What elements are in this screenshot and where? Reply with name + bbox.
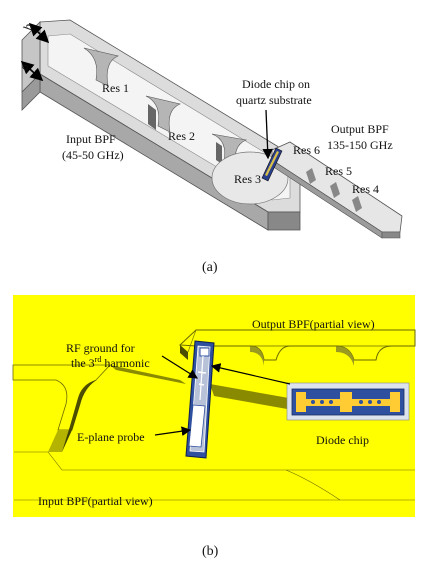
panel-b: Output BPF(partial view) RF ground for t… bbox=[12, 295, 416, 559]
e-plane-probe-assembly bbox=[185, 340, 215, 459]
dim-a-label: a bbox=[16, 63, 31, 71]
dimension-a-arrow bbox=[20, 60, 44, 82]
input-bpf-partial bbox=[12, 364, 415, 501]
output-bpf-label: Output BPF bbox=[331, 122, 389, 136]
diode-pointer-a bbox=[262, 109, 273, 160]
e-plane-probe-pointer bbox=[154, 426, 192, 436]
rf-ground-label-1: RF ground for bbox=[66, 341, 135, 355]
diode-label-1: Diode chip on bbox=[242, 77, 310, 91]
output-bpf-body bbox=[271, 141, 403, 239]
res4-label: Res 4 bbox=[352, 182, 379, 196]
res3-label: Res 3 bbox=[234, 172, 261, 186]
output-bpf-band: 135-150 GHz bbox=[327, 138, 393, 152]
caption-b: (b) bbox=[202, 544, 219, 559]
input-bpf-body bbox=[21, 19, 301, 231]
dimension-b-arrow bbox=[28, 22, 50, 44]
caption-a: (a) bbox=[202, 260, 218, 275]
input-bpf-band: (45-50 GHz) bbox=[62, 148, 124, 162]
res1-label: Res 1 bbox=[102, 81, 129, 95]
input-partial-label: Input BPF(partial view) bbox=[38, 494, 153, 508]
res6-label: Res 6 bbox=[293, 143, 320, 157]
output-partial-label: Output BPF(partial view) bbox=[252, 317, 375, 331]
res5-label: Res 5 bbox=[325, 164, 352, 178]
diode-label-2: quartz substrate bbox=[236, 93, 312, 107]
diode-chip-inset bbox=[286, 382, 410, 421]
dim-b-label: b bbox=[20, 23, 35, 31]
diode-chip-label: Diode chip bbox=[316, 433, 369, 447]
input-bpf-label: Input BPF bbox=[66, 132, 116, 146]
rf-ground-label-2: the 3rd harmonic bbox=[71, 355, 150, 370]
rf-ground-pointer bbox=[161, 355, 199, 379]
res2-label: Res 2 bbox=[168, 129, 195, 143]
output-bpf-partial bbox=[178, 329, 416, 366]
diode-chip-pointer bbox=[210, 363, 291, 385]
panel-a: b a Res 1 Res 2 Res 3 Res 6 Res 5 Res 4 … bbox=[16, 19, 403, 275]
e-plane-probe-label: E-plane probe bbox=[77, 430, 145, 444]
